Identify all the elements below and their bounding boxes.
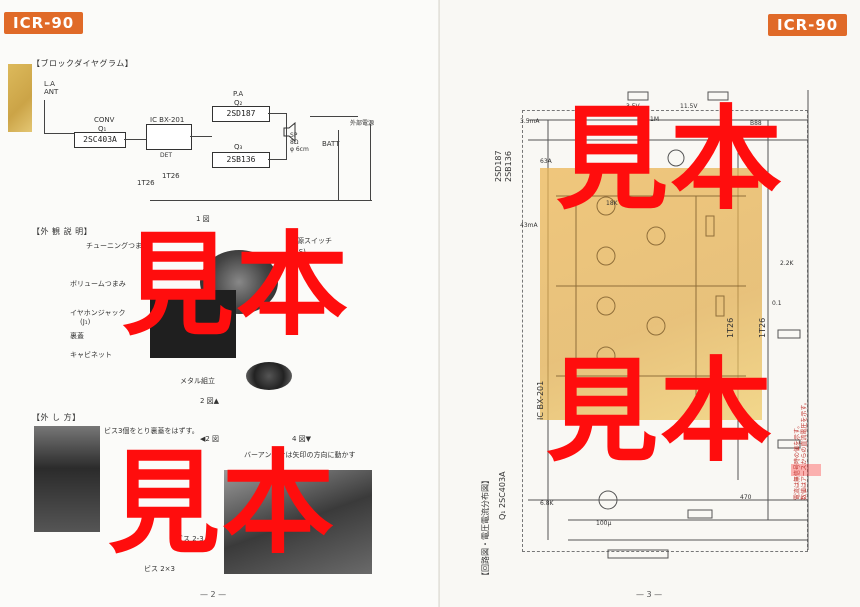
earphone-jack-label: イヤホンジャック (70, 309, 126, 317)
voltage-note-3: 63A (540, 158, 552, 165)
component-label-3: 6.8K (540, 500, 554, 507)
diode-label-2: 1T26 (162, 172, 180, 180)
schematic-diode-label-1: 1T26 (726, 317, 735, 338)
cabinet-label: キャビネット (70, 351, 112, 359)
speaker-label: SP 8Ω φ 6cm (290, 132, 309, 153)
batt-label: BATT (322, 140, 340, 148)
q2-label: Q₂ (234, 99, 243, 107)
q1-part-box: 2SC403A (74, 132, 126, 148)
voltage-note-5: 11.5V (680, 103, 698, 110)
component-label-4: 470 (740, 494, 752, 501)
earphone-note: (J₁) (80, 318, 91, 326)
component-label-8: B88 (750, 120, 762, 127)
power-label: 外部電源 (350, 120, 375, 127)
ic-board-traces (556, 195, 746, 406)
yellow-tape-mark (8, 64, 32, 132)
model-badge-left: ICR-90 (4, 12, 84, 34)
radio-back-photo (34, 426, 100, 532)
antenna-label: L.A ANT (44, 80, 59, 96)
screw-label: ビス 2-3 (176, 535, 204, 543)
block-diagram-title: 【ブロックダイヤグラム】 (32, 59, 134, 68)
pa-part-label-1: 2SD187 (494, 150, 503, 182)
det-label: DET (160, 152, 173, 159)
voltage-note-1: 3.5mA (520, 118, 540, 125)
component-label-5: 0.1 (772, 300, 782, 307)
conv-label: CONV (94, 116, 115, 124)
pa-bottom-box: 2SB136 (212, 152, 270, 168)
antenna-move-note: バーアンテナは矢印の方向に動かす (244, 451, 356, 459)
component-label-6: 2.2K (780, 260, 794, 267)
power-switch-label: 電源スイッチ (290, 237, 332, 245)
pa-label: P.A (233, 90, 244, 98)
cabinet-image (150, 290, 236, 358)
q3-label: Q₃ (234, 143, 243, 151)
figure-1-caption: 1 図 (196, 215, 210, 223)
disassembly-step-note: ビス3個をとり裏蓋をはずす。 (104, 427, 199, 435)
back-cover-label: 裏蓋 (70, 332, 84, 340)
figure-2-caption: 2 図▲ (200, 397, 220, 405)
exterior-title: 【外 観 説 明】 (32, 227, 93, 236)
volume-knob-label: ボリュームつまみ (70, 280, 126, 288)
fig4-reference: 4 図▼ (292, 435, 312, 443)
ic-box (146, 124, 192, 150)
switch-note: (S) (296, 248, 306, 256)
right-page-number: — 3 — (636, 590, 663, 599)
metal-clip-label: メタル組立 (180, 377, 215, 385)
left-page: ICR-90 【ブロックダイヤグラム】 L.A ANT CONV Q₁ 2SC4… (4, 12, 375, 599)
screw-label-2: ビス 2×3 (144, 565, 175, 573)
q1-label: Q₁ (98, 125, 107, 133)
transistor-label: Q₁ 2SC403A (498, 471, 507, 520)
voltage-note-4: 3.5V (626, 103, 640, 110)
schematic-title: 【回路図・電圧電流分布図】 (481, 476, 490, 580)
component-label-1: 1M (650, 116, 659, 123)
tuning-knob-label: チューニングつまみ (86, 242, 149, 250)
ic-board-overlay (540, 168, 762, 420)
diode-label-1: 1T26 (137, 179, 155, 187)
schematic-diode-label-2: 1T26 (758, 317, 767, 338)
voltage-note-2: 43mA (520, 222, 538, 229)
component-label-7: 100μ (596, 520, 612, 527)
pa-top-box: 2SD187 (212, 106, 270, 122)
ic-schematic-label: IC BX-201 (536, 380, 545, 420)
pa-part-label-2: 2SB136 (504, 151, 513, 182)
component-label-2: 18K (606, 200, 618, 207)
metal-clip-image (246, 362, 292, 390)
current-voltage-note: 電流は無信号時の値を示す。 数値はアースからの直流電圧を示す。 (794, 399, 808, 500)
internal-chassis-photo (224, 470, 372, 574)
ic-label: IC BX-201 (150, 116, 185, 124)
speaker-icon (283, 122, 296, 142)
left-page-number: — 2 — (200, 590, 227, 599)
fig2-reference: ◀2 図 (200, 435, 220, 443)
disassembly-title: 【外 し 方】 (32, 413, 81, 422)
model-badge-right: ICR-90 (768, 14, 848, 36)
